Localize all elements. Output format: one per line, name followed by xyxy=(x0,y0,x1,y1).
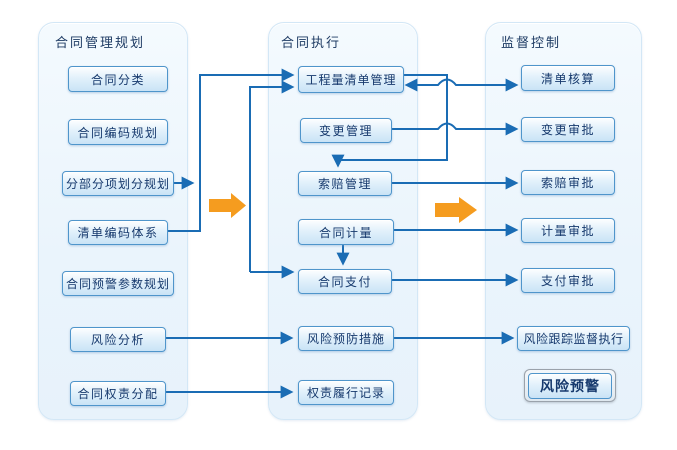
stage-arrow-planning-to-execution xyxy=(209,193,246,218)
node-contract-payment: 合同支付 xyxy=(298,269,392,294)
node-contract-responsibility-allocation: 合同权责分配 xyxy=(70,381,166,406)
node-payment-approval: 支付审批 xyxy=(521,268,615,293)
node-risk-prevention-measures: 风险预防措施 xyxy=(298,326,394,351)
node-boq-accounting: 清单核算 xyxy=(521,65,615,91)
node-contract-classification: 合同分类 xyxy=(68,66,168,92)
node-division-subitem-plan: 分部分项划分规划 xyxy=(62,171,174,196)
node-boq-coding-system: 清单编码体系 xyxy=(68,220,168,245)
node-change-approval: 变更审批 xyxy=(521,117,615,142)
node-measurement-approval: 计量审批 xyxy=(521,218,615,243)
node-responsibility-performance-record: 权责履行记录 xyxy=(298,380,394,405)
node-contract-coding-plan: 合同编码规划 xyxy=(68,119,168,145)
panel-title-contract-execution: 合同执行 xyxy=(281,35,342,50)
node-risk-tracking-supervision: 风险跟踪监督执行 xyxy=(517,326,630,351)
stage-arrow-execution-to-supervision xyxy=(435,197,477,223)
panel-title-contract-planning: 合同管理规划 xyxy=(55,35,146,50)
node-boq-management: 工程量清单管理 xyxy=(298,66,404,93)
node-risk-analysis: 风险分析 xyxy=(70,327,166,352)
node-claim-approval: 索赔审批 xyxy=(521,170,615,195)
node-claim-management: 索赔管理 xyxy=(298,171,392,196)
node-risk-warning: 风险预警 xyxy=(524,369,616,402)
node-risk-warning-inner: 风险预警 xyxy=(528,372,612,399)
node-change-management: 变更管理 xyxy=(300,118,392,143)
node-contract-measurement: 合同计量 xyxy=(298,219,394,245)
panel-title-supervision-control: 监督控制 xyxy=(501,35,562,50)
node-contract-warning-params: 合同预警参数规划 xyxy=(62,271,174,296)
